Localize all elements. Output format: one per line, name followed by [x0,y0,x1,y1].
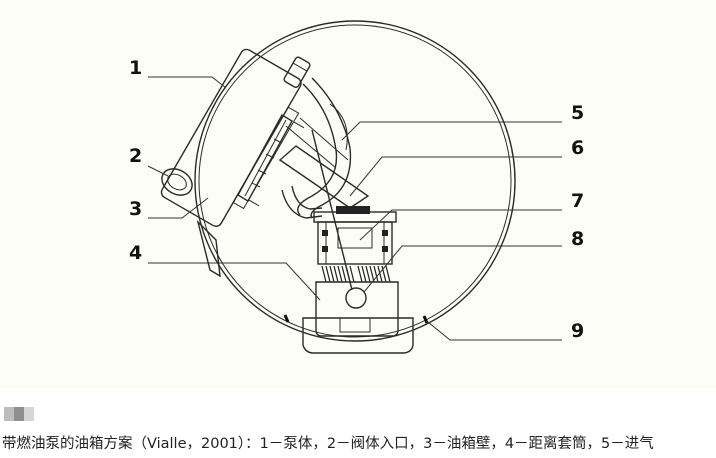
strainer [321,265,391,283]
figure-caption: 带燃油泵的油箱方案（Vialle，2001）：1－泵体，2－阀体入口，3－油箱壁… [2,436,654,452]
wall-mark-right [422,315,429,324]
fuel-pump-tank-diagram: 1 2 3 4 5 6 7 8 9 [129,20,584,354]
label-4: 4 [129,242,142,264]
label-8: 8 [571,228,584,250]
pump-body [160,48,305,227]
label-6: 6 [571,137,584,159]
pump-unit [313,206,397,265]
label-5: 5 [571,102,584,124]
label-9: 9 [571,320,584,342]
lower-pipe-inner [291,185,323,210]
base-plate [302,317,414,354]
float-ball [345,287,367,309]
label-2: 2 [129,145,142,167]
float-arm [311,129,353,291]
reservoir-cup [315,281,399,337]
lower-pipe [281,189,323,219]
label-7: 7 [571,190,584,212]
distance-sleeve [278,117,370,209]
leader-lines [147,76,562,341]
valve-inlet [161,168,193,196]
figure-panel: 1 2 3 4 5 6 7 8 9 [129,20,585,354]
flange [237,114,293,202]
label-1: 1 [129,57,142,79]
label-3: 3 [129,198,142,220]
tank-wall-inner [198,24,512,338]
image-placeholder-icon [4,407,34,421]
outer-bracket [196,219,221,278]
intake-hose [297,77,352,219]
tank-wall-outer [194,20,516,342]
wall-mark-left [283,314,290,323]
top-fitting [283,56,311,88]
